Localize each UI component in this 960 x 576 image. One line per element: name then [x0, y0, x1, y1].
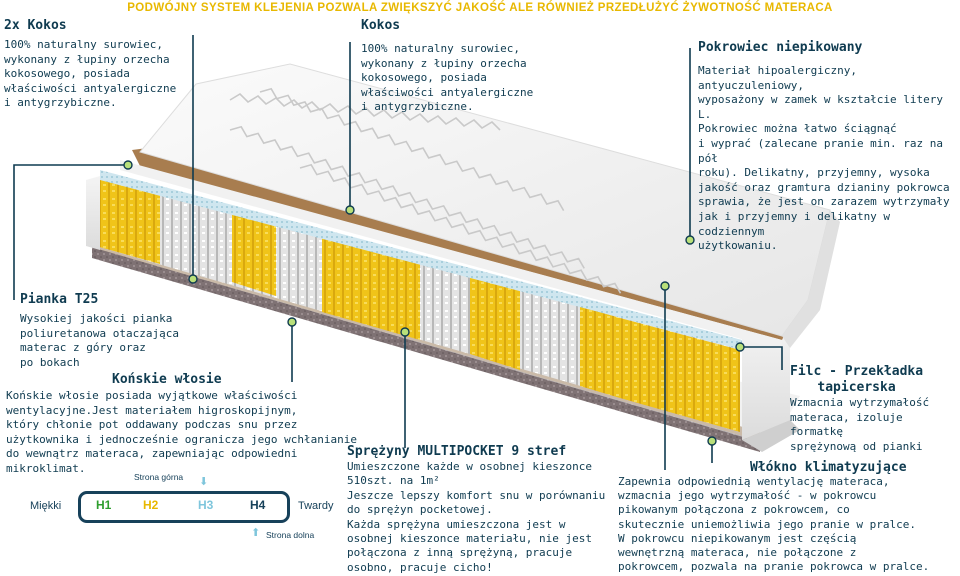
wlokno-body: Zapewnia odpowiednią wentylację materaca…	[618, 475, 930, 574]
arrow-down-icon: ⬇	[199, 475, 209, 488]
kokos-title: Kokos	[361, 18, 401, 33]
sprezyny-body: Umieszczone każde w osobnej kieszonce 51…	[347, 460, 606, 574]
kokos-body: 100% naturalny surowiec, wykonany z łupi…	[361, 42, 534, 114]
arrow-up-icon: ⬆	[251, 526, 261, 539]
wlosie-body: Końskie włosie posiada wyjątkowe właściw…	[6, 389, 357, 475]
pokrowiec-title: Pokrowiec niepikowany	[698, 40, 863, 55]
horse-hair-layer	[92, 244, 760, 452]
level-h4: H4	[250, 498, 266, 512]
level-h3: H3	[198, 498, 214, 512]
firmness-scale	[78, 491, 290, 523]
level-h2: H2	[143, 498, 159, 512]
level-h1: H1	[96, 498, 112, 512]
felt-layer	[100, 170, 742, 350]
sprezyny-title: Sprężyny MULTIPOCKET 9 stref	[347, 444, 567, 459]
wlokno-title: Włókno klimatyzujące	[750, 460, 907, 475]
banner-text: PODWÓJNY SYSTEM KLEJENIA POZWALA ZWIĘKSZ…	[127, 2, 833, 14]
kokos2-body: 100% naturalny surowiec, wykonany z łupi…	[4, 38, 177, 110]
pianka-title: Pianka T25	[20, 292, 99, 307]
hard-label: Twardy	[298, 500, 334, 512]
filc-body: Wzmacnia wytrzymałość materaca, izoluje …	[790, 396, 930, 453]
pokrowiec-body: Materiał hipoalergiczny, antyuczuleniowy…	[698, 64, 950, 253]
soft-label: Miękki	[30, 500, 62, 512]
filc-title: Filc - Przekładka tapicerska	[790, 364, 924, 395]
foam-side	[742, 320, 790, 440]
wlosie-title: Końskie włosie	[112, 372, 222, 387]
pianka-body: Wysokiej jakości pianka poliuretanowa ot…	[20, 312, 179, 369]
top-side-label: Strona górna	[134, 472, 184, 482]
bottom-side-label: Strona dolna	[266, 530, 315, 540]
kokos2-title: 2x Kokos	[4, 18, 67, 33]
